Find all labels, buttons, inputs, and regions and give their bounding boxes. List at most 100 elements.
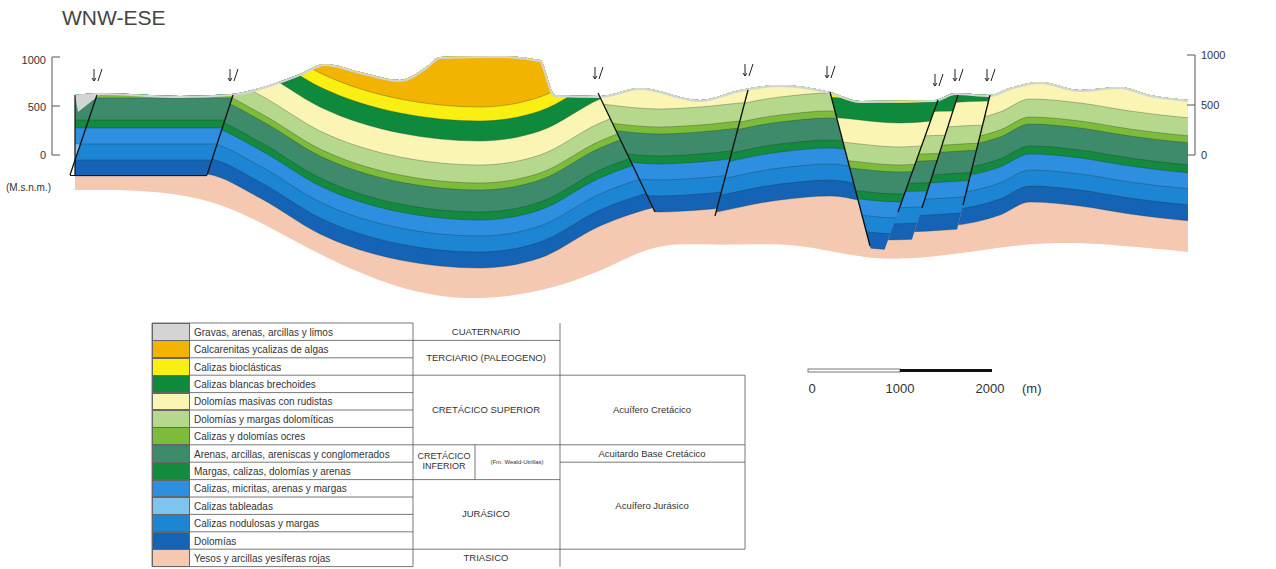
rock-layer	[0, 0, 1276, 29]
legend-swatch	[152, 514, 190, 532]
quaternary-cover	[75, 56, 1188, 101]
legend-table	[152, 323, 745, 567]
rock-layer	[0, 0, 1276, 69]
aquifer-cell: Acuífero Cretácico	[613, 405, 691, 415]
legend-text: Yesos y arcillas yesíferas rojas	[194, 552, 330, 563]
fault-symbol	[985, 69, 995, 81]
layer-contact	[0, 77, 1276, 79]
legend-text: Calizas tableadas	[194, 500, 273, 511]
table-rule	[560, 549, 745, 550]
table-rule	[152, 462, 413, 463]
layer-contact	[0, 154, 1276, 178]
axis-value: 1000	[1201, 49, 1225, 61]
legend-text: Dolomías masivas con rudistas	[194, 396, 332, 407]
rock-layer	[0, 0, 1276, 49]
legend-swatch	[152, 340, 190, 358]
layer-contact	[0, 29, 1276, 30]
table-rule	[152, 375, 413, 376]
section-title: WNW-ESE	[62, 6, 165, 29]
age-cell: CUATERNARIO	[452, 326, 520, 336]
rock-layer	[0, 0, 1276, 99]
fault-line	[207, 95, 233, 175]
rock-layer	[0, 0, 1276, 89]
rock-layer	[0, 0, 1276, 65]
rock-layer	[0, 0, 1276, 15]
rock-layer	[0, 0, 1276, 103]
layer-contact	[0, 170, 1276, 194]
layer-contact	[0, 212, 1276, 218]
legend-swatch	[152, 462, 190, 480]
layer-contact	[0, 55, 1276, 79]
rock-layer	[0, 0, 1276, 180]
axis-value: 0	[40, 149, 46, 161]
rock-layer	[0, 0, 1276, 85]
legend-text: Calizas, micritas, arenas y margas	[194, 483, 347, 494]
rock-layer	[0, 0, 1276, 234]
legend-text: Dolomías y margas dolomíticas	[194, 413, 334, 424]
rock-layer	[0, 0, 1276, 147]
rock-layer	[0, 0, 1276, 226]
legend-text: Dolomías	[194, 535, 236, 546]
layer-contact	[0, 77, 1276, 85]
rock-layer	[0, 0, 1276, 91]
legend-text: Calizas y dolomías ocres	[194, 431, 305, 442]
legend-text: Calcarenitas ycalizas de algas	[194, 344, 329, 355]
layer-contact	[0, 228, 1276, 234]
rock-layer	[0, 0, 1276, 216]
rock-layer	[0, 0, 1276, 212]
layer-contact	[0, 222, 1276, 224]
fault-symbol	[933, 74, 943, 86]
table-rule	[745, 375, 746, 549]
rock-layer	[0, 0, 1276, 216]
layer-contact	[0, 49, 1276, 69]
scale-bar	[900, 369, 992, 372]
rock-layer	[0, 0, 1276, 98]
rock-layer	[0, 0, 1276, 184]
rock-layer	[0, 0, 1276, 15]
rock-layer	[0, 0, 1276, 65]
layer-contact	[0, 202, 1276, 226]
rock-layer	[0, 0, 1276, 200]
scale-value: 0	[808, 382, 815, 396]
age-cell: TRIASICO	[464, 553, 509, 563]
fault-symbol	[228, 69, 238, 81]
table-rule	[413, 549, 560, 550]
legend-swatch	[152, 549, 190, 567]
table-rule	[475, 445, 476, 480]
rock-layer	[0, 0, 1276, 172]
rock-layer	[0, 0, 1276, 170]
layer-contact	[0, 186, 1276, 210]
fault-line	[70, 95, 97, 175]
layer-contact	[0, 99, 1276, 123]
layer-contact	[0, 67, 1276, 71]
table-rule	[152, 340, 413, 341]
fault-block	[0, 0, 1276, 212]
table-rule	[152, 444, 413, 445]
legend-text: Calizas blancas brechoides	[194, 378, 316, 389]
rock-layer	[0, 0, 1276, 236]
layer-contact	[0, 73, 1276, 74]
rock-layer	[0, 0, 1276, 224]
rock-layer	[0, 0, 1276, 49]
legend-swatch	[152, 375, 190, 393]
rock-layer	[0, 0, 1276, 194]
table-rule	[560, 462, 745, 463]
fault-symbol	[593, 67, 603, 79]
quaternary-wedge	[75, 93, 102, 112]
legend-text: Gravas, arenas, arcillas y limos	[194, 326, 333, 337]
rock-layer	[0, 0, 1276, 89]
section-group	[0, 0, 1276, 268]
rock-layer	[0, 0, 1276, 176]
fault-block	[0, 0, 1276, 226]
table-rule	[152, 497, 413, 498]
table-rule	[152, 531, 413, 532]
layer-contact	[0, 124, 1276, 148]
layer-contact	[0, 49, 1276, 50]
table-rule	[152, 514, 413, 515]
layer-contact	[0, 15, 1276, 16]
rock-layer	[0, 0, 1276, 250]
block-outline	[70, 95, 207, 176]
layer-contact	[0, 117, 1276, 141]
legend-swatch	[152, 497, 190, 515]
layer-contact	[0, 244, 1276, 250]
